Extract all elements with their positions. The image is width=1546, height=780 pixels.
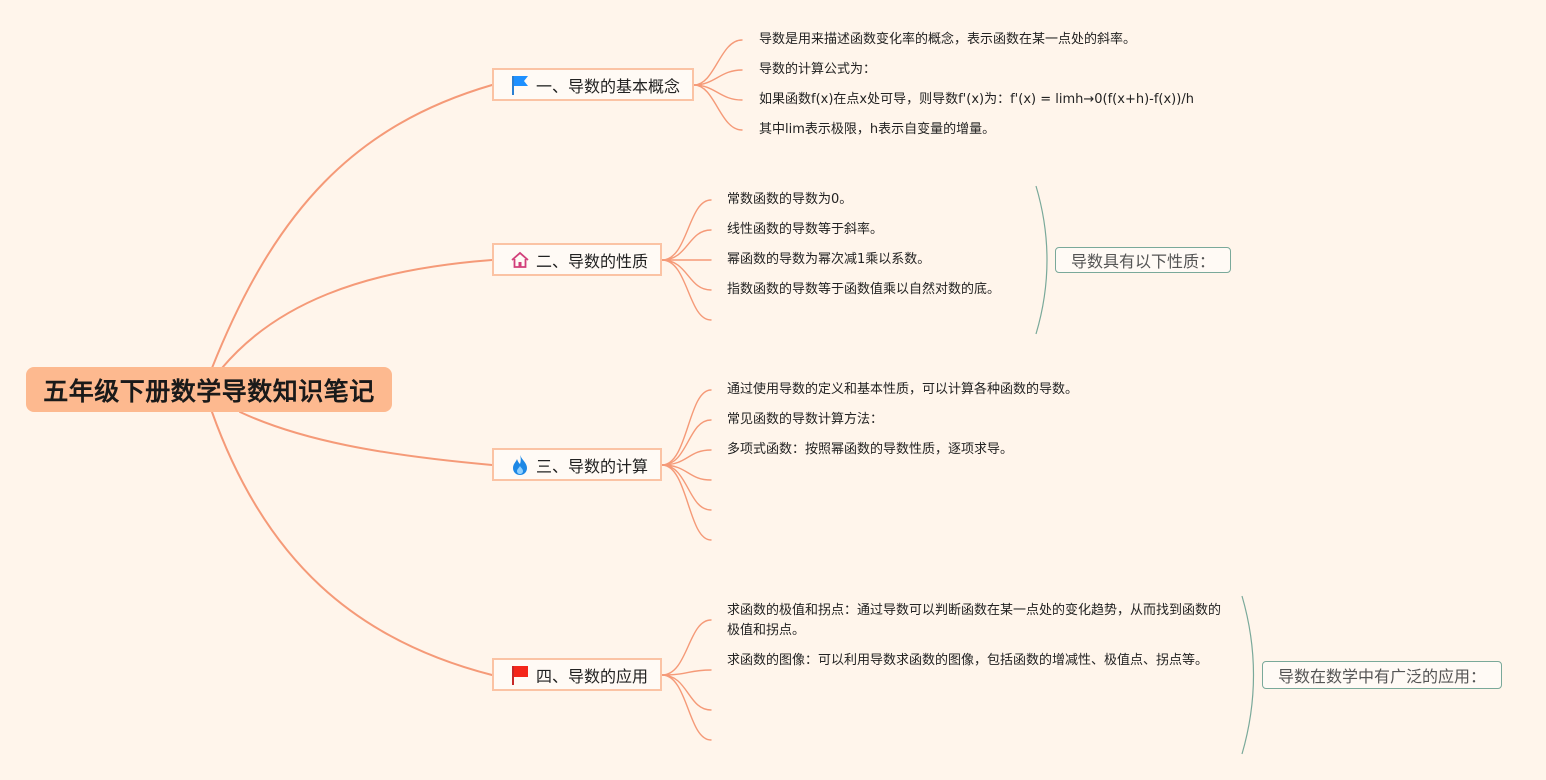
list-item[interactable]: 求函数的图像：可以利用导数求函数的图像，包括函数的增减性、极值点、拐点等。 [727,653,1209,668]
branch-label: 二、导数的性质 [536,251,649,271]
home-icon [510,249,530,271]
summary-bracket-4 [1241,595,1255,755]
summary-label: 导数在数学中有广泛的应用： [1277,667,1486,686]
root-to-branch-4 [211,411,493,676]
branch-calculation[interactable]: 三、导数的计算 [492,448,662,481]
list-item[interactable]: 求函数的极值和拐点：通过导数可以判断函数在某一点处的变化趋势，从而找到函数的极值… [727,603,1222,638]
list-item[interactable]: 其中lim表示极限，h表示自变量的增量。 [759,122,996,137]
summary-applications[interactable]: 导数在数学中有广泛的应用： [1262,661,1502,689]
root-to-branch-2 [221,259,493,369]
branch-label: 三、导数的计算 [536,456,649,476]
branch-basic-concept[interactable]: 一、导数的基本概念 [492,68,694,101]
root-to-branch-1 [211,84,493,369]
list-item[interactable]: 导数是用来描述函数变化率的概念，表示函数在某一点处的斜率。 [759,32,1137,47]
red-flag-icon [510,664,530,686]
root-topic[interactable]: 五年级下册数学导数知识笔记 [26,367,392,412]
flag-icon [510,74,530,96]
summary-label: 导数具有以下性质： [1070,252,1215,271]
list-item[interactable]: 如果函数f(x)在点x处可导，则导数f'(x)为：f'(x) = limh→0(… [759,92,1194,107]
branch-properties[interactable]: 二、导数的性质 [492,243,662,276]
root-title: 五年级下册数学导数知识笔记 [43,376,375,406]
list-item[interactable]: 多项式函数：按照幂函数的导数性质，逐项求导。 [727,442,1014,457]
branch-label: 一、导数的基本概念 [536,76,681,96]
list-item[interactable]: 指数函数的导数等于函数值乘以自然对数的底。 [727,282,1001,297]
list-item[interactable]: 线性函数的导数等于斜率。 [727,222,884,237]
list-item[interactable]: 常数函数的导数为0。 [727,192,853,207]
list-item[interactable]: 导数的计算公式为： [759,62,877,77]
list-item[interactable]: 常见函数的导数计算方法： [727,412,884,427]
branch-applications[interactable]: 四、导数的应用 [492,658,662,691]
summary-properties[interactable]: 导数具有以下性质： [1055,247,1231,273]
list-item[interactable]: 通过使用导数的定义和基本性质，可以计算各种函数的导数。 [727,382,1079,397]
branch-label: 四、导数的应用 [536,666,649,686]
root-to-branch-3 [239,411,493,466]
list-item[interactable]: 幂函数的导数为幂次减1乘以系数。 [727,252,931,267]
summary-bracket-2 [1035,185,1048,335]
flame-icon [510,454,530,476]
